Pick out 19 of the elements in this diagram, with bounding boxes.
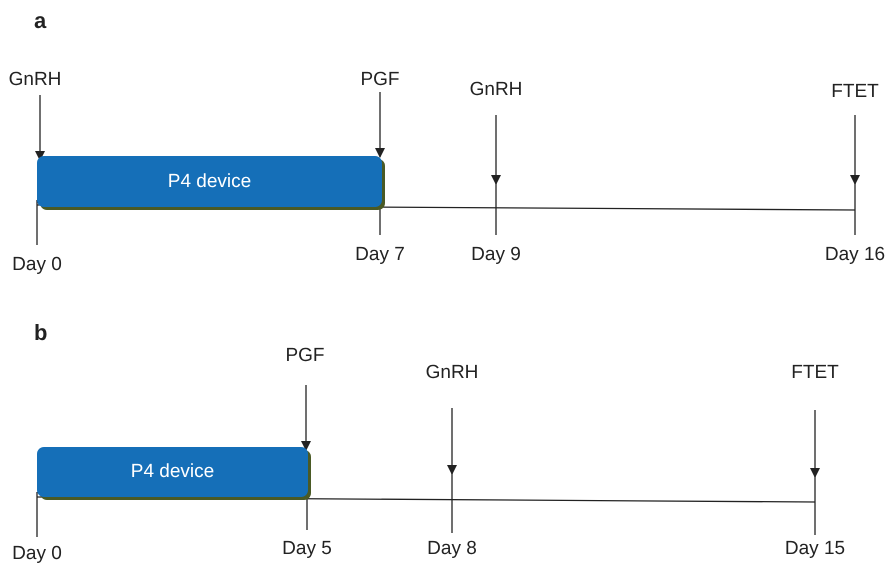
- day-label: Day 7: [355, 244, 405, 266]
- panel-label: a: [34, 8, 46, 34]
- treatment-label: GnRH: [426, 362, 478, 384]
- treatment-label: FTET: [831, 81, 879, 103]
- day-label: Day 8: [427, 538, 477, 560]
- treatment-label: PGF: [285, 345, 325, 367]
- day-label: Day 0: [12, 254, 62, 276]
- day-label: Day 0: [12, 543, 62, 565]
- day-label: Day 15: [784, 538, 846, 560]
- device-bar: P4 device: [37, 156, 382, 207]
- treatment-label: FTET: [791, 362, 839, 384]
- day-label: Day 9: [471, 244, 521, 266]
- treatment-label: GnRH: [470, 79, 522, 101]
- treatment-label: GnRH: [8, 69, 62, 91]
- treatment-label: PGF: [360, 69, 400, 91]
- panel-label: b: [34, 320, 48, 346]
- day-label: Day 16: [824, 244, 886, 266]
- day-label: Day 5: [282, 538, 332, 560]
- device-bar: P4 device: [37, 447, 308, 497]
